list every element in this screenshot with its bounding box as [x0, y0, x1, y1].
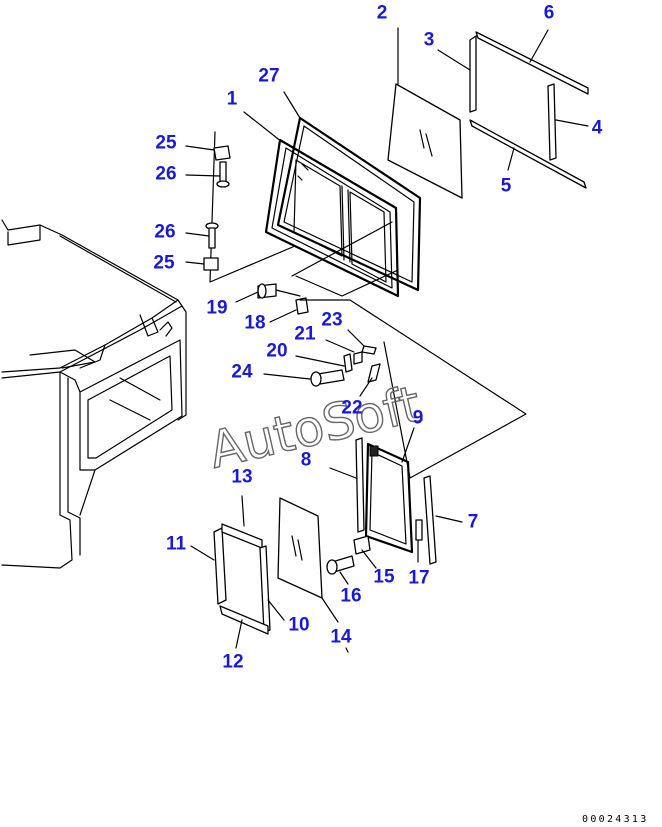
drawing-code: 00024313	[582, 814, 649, 825]
callout-8: 8	[301, 450, 312, 471]
callout-10: 10	[288, 615, 309, 636]
lower-glass-and-seals	[190, 495, 349, 653]
callout-13: 13	[231, 467, 252, 488]
callout-17: 17	[408, 568, 429, 589]
upper-seal-strips	[437, 29, 589, 189]
latch-hardware	[235, 283, 527, 479]
callout-25: 25	[153, 253, 175, 274]
callout-15: 15	[373, 567, 395, 588]
callout-12: 12	[222, 652, 243, 673]
callout-20: 20	[266, 341, 287, 362]
callout-16: 16	[340, 586, 361, 607]
callout-2: 2	[377, 3, 388, 24]
callout-19: 19	[206, 298, 227, 319]
callout-3: 3	[424, 30, 435, 51]
callout-4: 4	[592, 118, 603, 139]
callout-22: 22	[341, 398, 362, 419]
callout-11: 11	[166, 534, 187, 555]
lower-bolt-and-clip	[185, 222, 219, 271]
callout-1: 1	[227, 89, 238, 110]
upper-glass	[387, 27, 463, 199]
upper-window-assembly	[209, 91, 422, 298]
lower-sliding-frame	[326, 427, 463, 585]
callout-26: 26	[155, 164, 176, 185]
callout-21: 21	[294, 324, 316, 345]
upper-bolt-and-clip	[185, 145, 231, 188]
callout-9: 9	[413, 408, 424, 429]
callout-24: 24	[231, 362, 253, 383]
callout-18: 18	[244, 313, 265, 334]
watermark: AutoSoft	[203, 374, 427, 480]
callout-26: 26	[154, 222, 175, 243]
callout-27: 27	[258, 66, 279, 87]
callout-labels: 1234567891011121314151617181920212223242…	[153, 3, 602, 673]
callout-6: 6	[544, 3, 555, 24]
callout-5: 5	[501, 176, 512, 197]
callout-23: 23	[321, 310, 342, 331]
cab-body	[1, 219, 187, 569]
callout-7: 7	[468, 512, 479, 533]
callout-25: 25	[155, 133, 177, 154]
callout-14: 14	[330, 627, 352, 648]
watermark-text: AutoSoft	[204, 375, 426, 480]
